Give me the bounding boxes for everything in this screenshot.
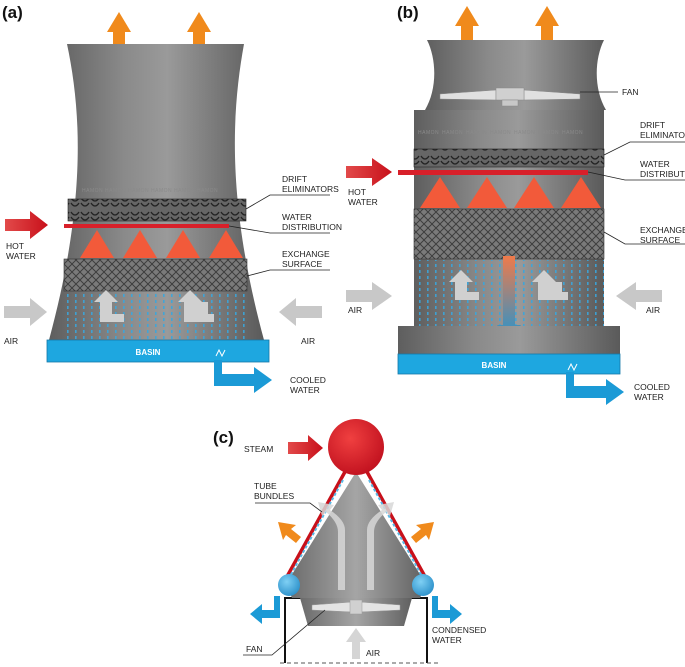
air-in-arrow-icon [346, 628, 366, 659]
air-in-left-arrow-icon [4, 298, 47, 326]
basin [46, 339, 270, 363]
air-in-left-arrow-icon [346, 282, 392, 310]
fan-icon [439, 87, 581, 107]
basin-label: BASIN [136, 348, 161, 357]
brand-text: HAMON [514, 130, 535, 136]
steam-drum [328, 419, 384, 475]
panel-b: (b) HAMON HAMON HAMON HAMON HAMON HAMON … [346, 3, 685, 405]
basin-label: BASIN [482, 361, 507, 370]
valve-icon [567, 362, 578, 372]
air-left-label: AIR [348, 305, 362, 315]
internal-air-arrow-icon [94, 290, 214, 322]
leader-line [228, 225, 330, 234]
spray-cones [80, 230, 243, 258]
brand-text: HAMON [562, 130, 583, 136]
panel-a-label: (a) [2, 3, 23, 22]
valve-icon [215, 348, 226, 358]
air-in-right-arrow-icon [616, 282, 662, 310]
water-distribution-pipe [398, 170, 588, 175]
brand-text: HAMON [174, 188, 195, 194]
water-distribution-pipe [64, 224, 229, 228]
condensate-header-right [412, 574, 434, 596]
panel-a: (a) HAMON HAMON HAMON HAMON HAMON HAMON [2, 3, 342, 395]
basin [397, 353, 621, 375]
condensate-header-left [278, 574, 300, 596]
brand-text: HAMON [197, 188, 218, 194]
internal-air-arrow-icon [449, 270, 568, 300]
panel-b-label: (b) [397, 3, 419, 22]
water-flow-arrow-icon [497, 256, 521, 342]
air-in-right-arrow-icon [279, 298, 322, 326]
fan-icon [311, 599, 401, 615]
leader-line [603, 141, 685, 156]
air-left-label: AIR [4, 336, 18, 346]
exhaust-arrow-icon [411, 522, 434, 543]
air-right-label: AIR [301, 336, 315, 346]
a-frame-condenser [286, 472, 426, 598]
brand-text: HAMON [490, 130, 511, 136]
brand-text: HAMON [128, 188, 149, 194]
leader-line [243, 609, 326, 656]
exchange-surface [63, 258, 248, 292]
internal-air-arrow-icon [318, 502, 394, 590]
leader-line [245, 194, 330, 210]
leader-line [255, 502, 323, 513]
brand-text-row: HAMON HAMON HAMON HAMON HAMON HAMON HAMO… [418, 130, 583, 136]
leader-line [603, 231, 685, 245]
cooled-water-outlet [214, 360, 272, 393]
hot-water-arrow-icon [5, 211, 48, 239]
spray-cones [420, 177, 601, 208]
rain-zone [66, 292, 247, 340]
hot-water-arrow-icon [346, 158, 392, 186]
drift-eliminators [67, 198, 247, 222]
brand-text: HAMON [418, 130, 439, 136]
brand-text: HAMON [442, 130, 463, 136]
exchange-surface [413, 208, 605, 260]
fan-label: FAN [246, 644, 263, 654]
cooled-water-outlet [566, 372, 624, 405]
brand-text: HAMON [151, 188, 172, 194]
steam-arrow-icon [288, 435, 323, 461]
condensate-flow [288, 479, 424, 579]
tower-skirt [398, 326, 620, 354]
drift-eliminators [413, 148, 605, 168]
fan-label: FAN [622, 87, 639, 97]
brand-text: HAMON [105, 188, 126, 194]
tube-bundles [282, 469, 430, 583]
panel-c: (c) STEAM [213, 419, 486, 664]
brand-text: HAMON [538, 130, 559, 136]
exhaust-arrow-icon [278, 522, 301, 543]
panel-c-label: (c) [213, 428, 234, 447]
leader-line [246, 269, 330, 277]
air-label: AIR [366, 648, 380, 658]
leader-line [587, 171, 685, 181]
condensed-water-out-left-arrow-icon [250, 596, 280, 624]
steam-label: STEAM [244, 444, 273, 454]
brand-text: HAMON [466, 130, 487, 136]
condensed-water-out-right-arrow-icon [432, 596, 462, 624]
air-right-label: AIR [646, 305, 660, 315]
brand-text: HAMON [82, 188, 103, 194]
